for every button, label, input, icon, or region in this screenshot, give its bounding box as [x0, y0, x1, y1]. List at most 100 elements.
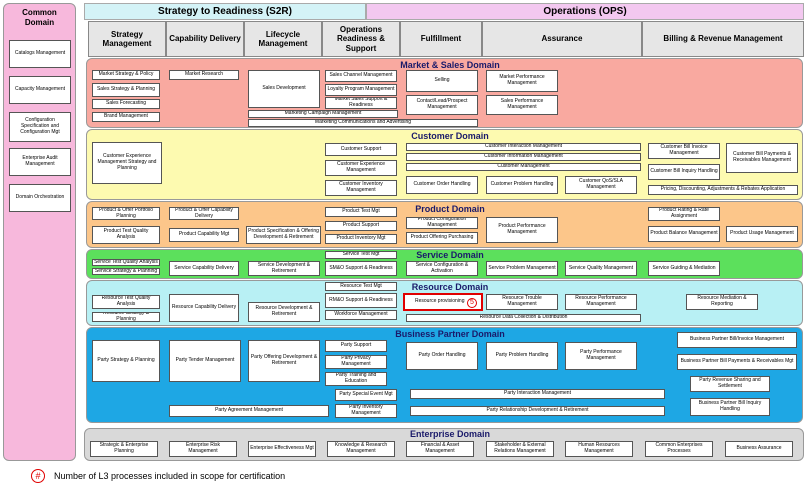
- process-box: Customer Order Handling: [406, 176, 478, 194]
- column-header: Strategy Management: [88, 21, 166, 57]
- process-box: Business Partner Bill Payments & Receiva…: [677, 354, 797, 370]
- process-box: Resource Capability Delivery: [169, 294, 239, 322]
- process-box: Product & Offer Capability Delivery: [169, 207, 239, 220]
- market-sales-domain: [86, 58, 803, 128]
- process-box: SM&O Support & Readiness: [325, 261, 397, 276]
- process-box: Party Problem Handling: [486, 342, 558, 370]
- process-box: Service Capability Delivery: [169, 261, 239, 276]
- process-box: Party Order Handling: [406, 342, 478, 370]
- process-box: Service Development & Retirement: [248, 261, 320, 276]
- process-box: Product Support: [325, 221, 397, 231]
- process-box: Product Configuration Management: [406, 217, 478, 229]
- s2r-header: Strategy to Readiness (S2R): [84, 3, 366, 20]
- ops-header: Operations (OPS): [366, 3, 804, 20]
- column-header: Operations Readiness & Support: [322, 21, 400, 57]
- process-box: Common Enterprises Processes: [645, 441, 713, 457]
- common-item: Capacity Management: [9, 76, 71, 104]
- process-box: Customer Interaction Management: [406, 143, 641, 151]
- process-box: Party Offering Development & Retirement: [248, 340, 320, 382]
- customer-title: Customer Domain: [411, 131, 489, 141]
- process-box: Enterprise Risk Management: [169, 441, 237, 457]
- process-box: RM&O Support & Readiness: [325, 293, 397, 308]
- process-box: Product Specification & Offering Develop…: [246, 226, 321, 244]
- process-box: Service Configuration & Activation: [406, 261, 478, 276]
- column-header: Lifecycle Management: [244, 21, 322, 57]
- process-box: Brand Management: [92, 112, 160, 122]
- process-box: Market Sales Support & Readiness: [325, 97, 397, 109]
- process-box: Party Revenue Sharing and Settlement: [690, 376, 770, 392]
- process-box: Customer Problem Handling: [486, 176, 558, 194]
- process-box: Service Strategy & Planning: [92, 268, 160, 275]
- process-box: Sales Development: [248, 70, 320, 108]
- process-box: Marketing Communications and Advertising: [248, 119, 478, 127]
- common-item: Catalogs Management: [9, 40, 71, 68]
- process-box: Party Special Event Mgt: [335, 389, 397, 401]
- process-box: Service Problem Management: [486, 261, 558, 276]
- process-box: Workforce Management: [325, 310, 397, 320]
- process-box: Customer Experience Management Strategy …: [92, 142, 162, 184]
- process-box: Market Research: [169, 70, 239, 80]
- process-box: Party Tender Management: [169, 340, 241, 382]
- process-box: Sales Performance Management: [486, 95, 558, 115]
- common-item: Domain Orchestration: [9, 184, 71, 212]
- process-box: Party Strategy & Planning: [92, 340, 160, 382]
- column-header: Assurance: [482, 21, 642, 57]
- process-box: Party Relationship Development & Retirem…: [410, 406, 665, 416]
- process-box: Knowledge & Research Management: [327, 441, 395, 457]
- process-box: Customer Management: [406, 163, 641, 171]
- l3-count-badge: 5: [467, 298, 477, 308]
- process-box: Customer Experience Management: [325, 160, 397, 176]
- process-box: Human Resources Management: [565, 441, 633, 457]
- common-item: Enterprise Audit Management: [9, 148, 71, 176]
- process-box: Resource Test Quality Analysis: [92, 295, 160, 309]
- process-box: Market Performance Management: [486, 70, 558, 92]
- common-domain-panel: [3, 3, 76, 461]
- process-box: Resource Performance Management: [565, 294, 637, 310]
- process-box: Party Inventory Management: [335, 404, 397, 418]
- process-box: Stakeholder & External Relations Managem…: [486, 441, 554, 457]
- process-box: Customer Support: [325, 143, 397, 156]
- process-box: Selling: [406, 70, 478, 92]
- process-box: Resource Data Collection & Distribution: [406, 314, 641, 322]
- process-box: Resource Strategy & Planning: [92, 312, 160, 322]
- process-box: Product Offering Purchasing: [406, 232, 478, 244]
- process-box: Loyalty Program Management: [325, 84, 397, 96]
- process-box: Party Privacy Management: [325, 355, 387, 369]
- market-sales-title: Market & Sales Domain: [400, 60, 500, 70]
- column-header: Fulfillment: [400, 21, 482, 57]
- process-box: Customer Bill Inquiry Handling: [648, 164, 720, 180]
- process-label: Resource provisioning: [415, 298, 465, 305]
- process-box: Resource Development & Retirement: [248, 302, 320, 322]
- process-box: Business Partner Bill/Invoice Management: [677, 332, 797, 348]
- process-box: Resource Trouble Management: [486, 294, 558, 310]
- process-box: Product Test Mgt: [325, 207, 397, 217]
- enterprise-title: Enterprise Domain: [409, 429, 491, 439]
- process-box: Product Balance Management: [648, 226, 720, 242]
- legend-symbol: #: [31, 469, 45, 483]
- process-box: Sales Channel Management: [325, 70, 397, 82]
- process-box: Marketing Campaign Management: [248, 110, 398, 118]
- legend-text: Number of L3 processes included in scope…: [54, 471, 286, 481]
- process-box: Customer QoS/SLA Management: [565, 176, 637, 194]
- process-box: Enterprise Effectiveness Mgt: [248, 441, 316, 457]
- common-domain-title: Common Domain: [22, 8, 57, 27]
- process-box: Product Capability Mgt: [169, 228, 239, 242]
- process-box: Party Interaction Management: [410, 389, 665, 399]
- process-box: Service Test Mgt: [325, 251, 397, 259]
- process-box: Pricing, Discounting, Adjustments & Reba…: [648, 185, 798, 195]
- process-box: Business Partner Bill Inquiry Handling: [690, 398, 770, 416]
- process-box: Party Agreement Management: [169, 405, 329, 417]
- service-title: Service Domain: [416, 250, 484, 260]
- process-box: Service Quality Management: [565, 261, 637, 276]
- process-box: Contact/Lead/Prospect Management: [406, 95, 478, 115]
- business-partner-title: Business Partner Domain: [395, 329, 505, 339]
- process-box: Resource Mediation & Reporting: [686, 294, 758, 310]
- process-box: Product Rating & Rate Assignment: [648, 207, 720, 221]
- process-box: Service Test Quality Analysis: [92, 259, 160, 266]
- process-box: Product Inventory Mgt: [325, 234, 397, 244]
- process-box: Party Support: [325, 340, 387, 352]
- process-box: Financial & Asset Management: [406, 441, 474, 457]
- process-box: Customer Bill Payments & Receivables Man…: [726, 143, 798, 173]
- process-box: Customer Inventory Management: [325, 180, 397, 196]
